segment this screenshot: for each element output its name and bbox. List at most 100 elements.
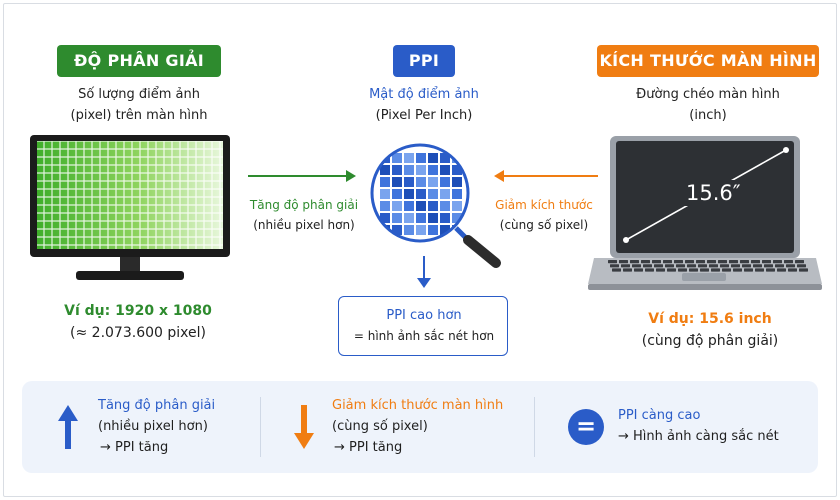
ppi-pixel bbox=[380, 201, 390, 211]
ppi-pixel bbox=[452, 201, 462, 211]
keyboard-key bbox=[687, 264, 696, 268]
ppi-pixel bbox=[380, 213, 390, 223]
keyboard-key bbox=[722, 268, 731, 272]
keyboard-key bbox=[678, 268, 687, 272]
keyboard-key bbox=[784, 260, 793, 264]
ppi-pixel bbox=[416, 213, 426, 223]
keyboard-key bbox=[700, 268, 709, 272]
summary-item1-line1: Tăng độ phân giải bbox=[98, 398, 216, 413]
keyboard-key bbox=[652, 260, 661, 264]
keyboard-key bbox=[775, 264, 784, 268]
arrow-up-blue-icon bbox=[58, 405, 78, 449]
left-arrow-line1: Tăng độ phân giải bbox=[249, 198, 359, 212]
keyboard-key bbox=[610, 264, 619, 268]
ppi-pixel bbox=[392, 213, 402, 223]
ppi-pixel bbox=[404, 177, 414, 187]
keyboard-key bbox=[786, 264, 795, 268]
ppi-pixel bbox=[452, 165, 462, 175]
ppi-pixel bbox=[392, 165, 402, 175]
ppi-pixel bbox=[404, 165, 414, 175]
keyboard-key bbox=[788, 268, 797, 272]
arrow-down-orange-icon bbox=[294, 405, 314, 449]
ppi-pixel bbox=[416, 165, 426, 175]
arrow-down-blue-icon bbox=[417, 256, 431, 288]
ppi-pixel bbox=[440, 153, 450, 163]
ppi-pixel bbox=[428, 201, 438, 211]
screen-size-example: Ví dụ: 15.6 inch (cùng độ phân giải) bbox=[610, 308, 810, 352]
screen-size-badge: KÍCH THƯỚC MÀN HÌNH bbox=[597, 45, 819, 77]
keyboard-key bbox=[707, 260, 716, 264]
ppi-result-line2: = hình ảnh sắc nét hơn bbox=[353, 329, 495, 343]
ppi-pixel bbox=[416, 201, 426, 211]
laptop-illustration: 15.6″ bbox=[586, 134, 822, 294]
ppi-pixel bbox=[440, 177, 450, 187]
ppi-pixel bbox=[440, 213, 450, 223]
ppi-pixel bbox=[404, 153, 414, 163]
ppi-pixel bbox=[428, 153, 438, 163]
ppi-pixel bbox=[452, 177, 462, 187]
summary-item1-line2: (nhiều pixel hơn) bbox=[98, 419, 208, 434]
ppi-pixel bbox=[416, 177, 426, 187]
ppi-pixel bbox=[428, 225, 438, 235]
keyboard-key bbox=[634, 268, 643, 272]
ppi-pixel bbox=[416, 153, 426, 163]
resolution-desc-line2: (pixel) trên màn hình bbox=[70, 108, 208, 123]
ppi-pixel bbox=[380, 189, 390, 199]
keyboard-key bbox=[733, 268, 742, 272]
keyboard-key bbox=[711, 268, 720, 272]
ppi-pixel bbox=[416, 189, 426, 199]
summary-item-resolution: Tăng độ phân giải (nhiều pixel hơn) → PP… bbox=[98, 395, 258, 458]
keyboard-key bbox=[777, 268, 786, 272]
keyboard-key bbox=[676, 264, 685, 268]
summary-item2-line2: (cùng số pixel) bbox=[332, 419, 428, 434]
keyboard-key bbox=[755, 268, 764, 272]
resolution-description: Số lượng điểm ảnh (pixel) trên màn hình bbox=[30, 84, 248, 126]
keyboard-key bbox=[731, 264, 740, 268]
right-arrow-label: Giảm kích thước (cùng số pixel) bbox=[484, 195, 604, 235]
left-arrow-line2: (nhiều pixel hơn) bbox=[253, 218, 355, 232]
keyboard-key bbox=[751, 260, 760, 264]
keyboard-key bbox=[643, 264, 652, 268]
ppi-pixel bbox=[428, 213, 438, 223]
right-arrow-line2: (cùng số pixel) bbox=[499, 218, 589, 232]
keyboard-key bbox=[674, 260, 683, 264]
ppi-pixel bbox=[428, 189, 438, 199]
screen-size-desc-line1: Đường chéo màn hình bbox=[636, 87, 780, 102]
summary-divider-2 bbox=[534, 397, 535, 457]
right-arrow-line1: Giảm kích thước bbox=[495, 198, 593, 212]
resolution-desc-line1: Số lượng điểm ảnh bbox=[78, 87, 200, 102]
summary-item3-line1: PPI càng cao bbox=[618, 408, 701, 423]
keyboard-key bbox=[766, 268, 775, 272]
keyboard-key bbox=[764, 264, 773, 268]
keyboard-key bbox=[689, 268, 698, 272]
keyboard-key bbox=[744, 268, 753, 272]
ppi-pixel bbox=[440, 201, 450, 211]
keyboard-key bbox=[753, 264, 762, 268]
ppi-pixel bbox=[440, 225, 450, 235]
ppi-description: Mật độ điểm ảnh (Pixel Per Inch) bbox=[330, 84, 518, 126]
keyboard-key bbox=[619, 260, 628, 264]
keyboard-key bbox=[773, 260, 782, 264]
equals-icon: = bbox=[568, 409, 604, 445]
ppi-desc-line2: (Pixel Per Inch) bbox=[375, 108, 473, 123]
arrow-right-green-icon bbox=[248, 170, 356, 182]
ppi-pixel bbox=[440, 189, 450, 199]
ppi-pixel bbox=[380, 165, 390, 175]
resolution-example: Ví dụ: 1920 x 1080 (≈ 2.073.600 pixel) bbox=[40, 300, 236, 344]
ppi-badge: PPI bbox=[393, 45, 455, 77]
ppi-pixel bbox=[392, 225, 402, 235]
keyboard-key bbox=[612, 268, 621, 272]
keyboard-key bbox=[799, 268, 808, 272]
ppi-pixel bbox=[392, 153, 402, 163]
ppi-pixel bbox=[428, 177, 438, 187]
screen-size-example-line1: Ví dụ: 15.6 inch bbox=[648, 311, 772, 327]
summary-item2-line1: Giảm kích thước màn hình bbox=[332, 398, 504, 413]
screen-size-desc-line2: (inch) bbox=[689, 108, 727, 123]
screen-size-example-line2: (cùng độ phân giải) bbox=[641, 333, 779, 349]
keyboard-key bbox=[740, 260, 749, 264]
keyboard-key bbox=[608, 260, 617, 264]
keyboard-key bbox=[632, 264, 641, 268]
summary-item2-line3: → PPI tăng bbox=[334, 440, 403, 455]
ppi-pixel bbox=[416, 225, 426, 235]
summary-item-screen-size: Giảm kích thước màn hình (cùng số pixel)… bbox=[332, 395, 532, 458]
